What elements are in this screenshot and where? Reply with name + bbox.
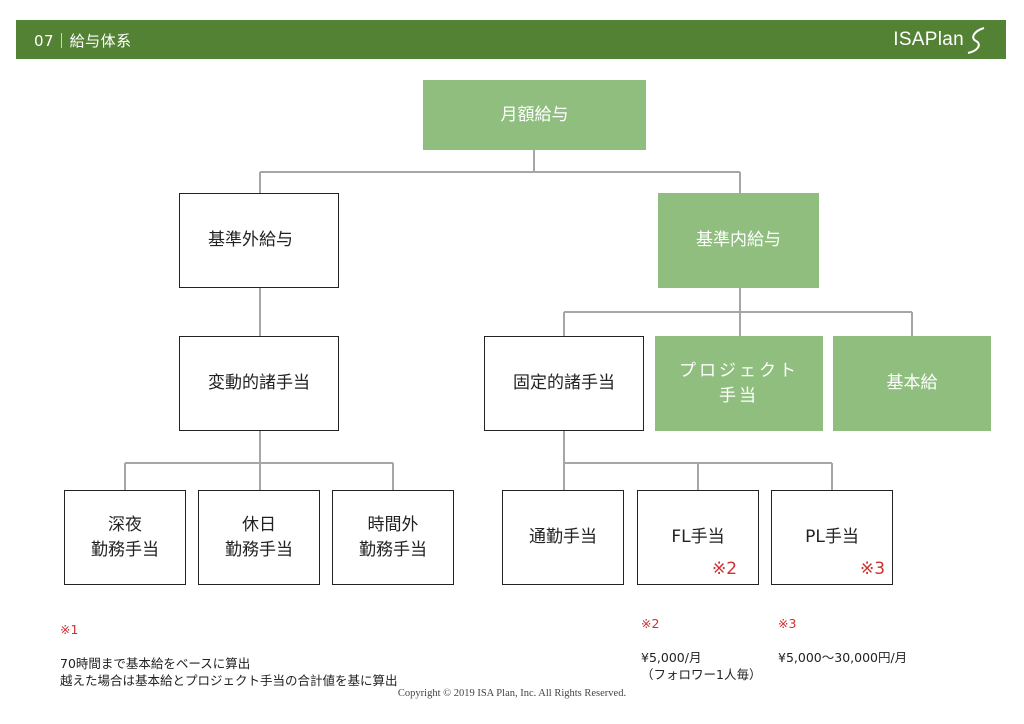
logo-swoosh-icon bbox=[967, 27, 985, 54]
footnote-1-mark: ※1 bbox=[60, 622, 79, 637]
node-fl-allowance: FL手当 bbox=[637, 490, 759, 585]
node-non-standard-salary: 基準外給与 bbox=[179, 193, 339, 288]
logo-text: ISAPlan bbox=[893, 29, 964, 50]
node-fixed-allowances: 固定的諸手当 bbox=[484, 336, 644, 431]
node-holiday-work-allowance: 休日 勤務手当 bbox=[198, 490, 320, 585]
pl-footnote-mark: ※3 bbox=[860, 559, 886, 579]
node-overtime-allowance: 時間外 勤務手当 bbox=[332, 490, 454, 585]
header-bar: 07｜給与体系 ISAPlan bbox=[16, 20, 1006, 59]
fl-footnote-mark: ※2 bbox=[712, 559, 738, 579]
footnote-3: ※3 ¥5,000〜30,000円/月 bbox=[778, 598, 907, 683]
node-variable-allowances: 変動的諸手当 bbox=[179, 336, 339, 431]
node-night-work-allowance: 深夜 勤務手当 bbox=[64, 490, 186, 585]
footnote-1-text: 70時間まで基本給をベースに算出 越えた場合は基本給とプロジェクト手当の合計値を… bbox=[60, 656, 398, 688]
node-base-salary: 基本給 bbox=[833, 336, 991, 431]
footnote-3-mark: ※3 bbox=[778, 616, 797, 631]
copyright-footer: Copyright © 2019 ISA Plan, Inc. All Righ… bbox=[397, 688, 627, 699]
footnote-2: ※2 ¥5,000/月 （フォロワー1人毎） bbox=[641, 598, 761, 700]
footnote-1: ※1 70時間まで基本給をベースに算出 越えた場合は基本給とプロジェクト手当の合… bbox=[60, 604, 398, 706]
node-project-allowance: プロジェクト 手当 bbox=[655, 336, 823, 431]
node-pl-allowance: PL手当 bbox=[771, 490, 893, 585]
footnote-2-text: ¥5,000/月 （フォロワー1人毎） bbox=[641, 650, 762, 682]
company-logo: ISAPlan bbox=[893, 24, 988, 56]
node-standard-salary: 基準内給与 bbox=[658, 193, 819, 288]
footnote-2-mark: ※2 bbox=[641, 616, 660, 631]
footnote-3-text: ¥5,000〜30,000円/月 bbox=[778, 650, 908, 665]
node-commute-allowance: 通勤手当 bbox=[502, 490, 624, 585]
node-monthly-salary: 月額給与 bbox=[423, 80, 646, 150]
page-title: 07｜給与体系 bbox=[34, 32, 132, 50]
